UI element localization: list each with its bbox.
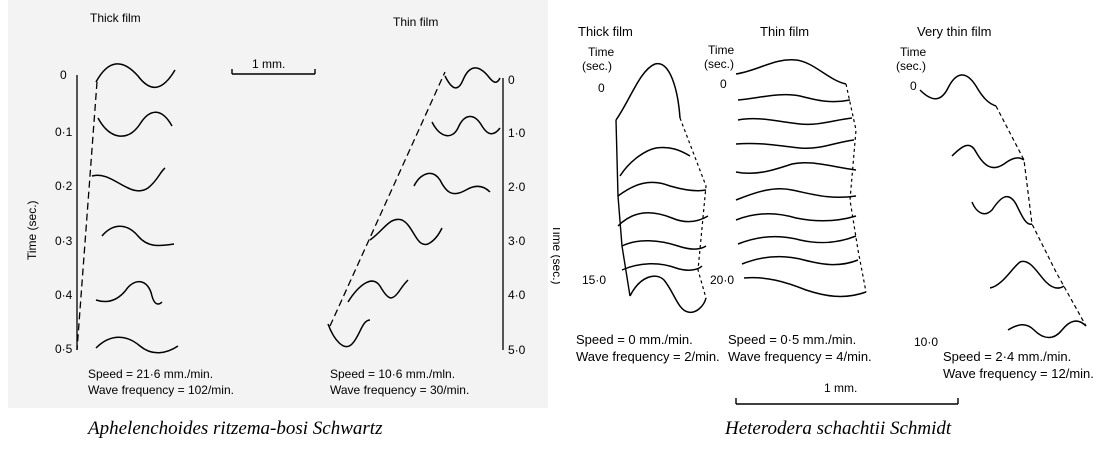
rthin-wave-3 — [735, 139, 855, 150]
right-very-thin-title: Very thin film — [917, 24, 991, 39]
aphelenchoides-figure: Thick film Thin film 1 mm. Time (sec.) T… — [8, 0, 560, 408]
thick-tick-5: 0·5 — [55, 342, 73, 356]
thick-speed-text: Speed = 21·6 mm./min. — [88, 367, 213, 381]
thick-tick-1: 0·1 — [55, 125, 73, 139]
thin-end-label: 20·0 — [710, 273, 734, 287]
thin-tick-3: 3·0 — [508, 234, 526, 248]
thin-tick-2: 2·0 — [508, 180, 526, 194]
very-thin-time-unit: (sec.) — [896, 59, 926, 73]
right-scale-bar — [735, 398, 959, 405]
thick-track-line — [76, 81, 98, 351]
right-thin-title: Thin film — [760, 24, 809, 39]
thin-axis-label: Time (sec.) — [550, 225, 560, 285]
thin-wave-4 — [347, 279, 409, 303]
very-thin-end-label: 10·0 — [914, 335, 938, 349]
rthick-wave-5 — [621, 263, 703, 271]
scan-background — [8, 0, 548, 408]
rvthin-track-line — [995, 105, 1087, 327]
rthick-wave-2 — [617, 181, 707, 197]
thin-wave-0 — [444, 67, 501, 89]
rthin-wave-9 — [743, 276, 867, 298]
rvthin-wave-1 — [951, 144, 1025, 169]
thick-wave-4 — [95, 281, 163, 305]
very-thin-start-label: 0 — [910, 79, 917, 93]
thick-tick-2: 0·2 — [55, 179, 73, 193]
thin-wave-3 — [369, 218, 443, 246]
thick-wave-1 — [97, 111, 173, 137]
rthick-wave-6 — [629, 275, 707, 314]
rthin-wave-5 — [735, 188, 857, 201]
thick-tick-0: 0 — [60, 68, 67, 82]
thin-film-title: Thin film — [393, 15, 438, 29]
thin-wave-2 — [413, 172, 491, 195]
heterodera-figure: Thick film Thin film Very thin film Time… — [560, 0, 1109, 410]
thin-time-unit: (sec.) — [704, 57, 734, 71]
thick-tick-4: 0·4 — [55, 288, 73, 302]
thick-time-label: Time — [588, 45, 615, 59]
right-thick-title: Thick film — [578, 24, 633, 39]
right-thin-speed: Speed = 0·5 mm./min. — [728, 332, 856, 347]
thick-start-label: 0 — [598, 81, 605, 95]
rthick-wave-4 — [621, 240, 707, 250]
thin-freq-text: Wave frequency = 30/min. — [330, 383, 469, 397]
thick-axis-label: Time (sec.) — [25, 200, 39, 260]
rvthin-wave-2 — [971, 195, 1033, 225]
thin-wave-5 — [327, 319, 371, 348]
thin-track-line — [329, 71, 446, 327]
right-thin-freq: Wave frequency = 4/min. — [728, 349, 872, 364]
rvthin-wave-0 — [919, 74, 997, 107]
thin-start-label: 0 — [720, 77, 727, 91]
right-very-thin-speed: Speed = 2·4 mm./min. — [943, 349, 1071, 364]
thin-tick-0: 0 — [508, 73, 515, 87]
scale-bar-label: 1 mm. — [252, 57, 285, 71]
rthin-wave-4 — [735, 161, 857, 175]
very-thin-time-label: Time — [900, 45, 927, 59]
thick-tick-3: 0·3 — [55, 234, 73, 248]
rthick-wave-1 — [619, 146, 691, 177]
thick-time-unit: (sec.) — [582, 59, 612, 73]
thick-wave-2 — [91, 167, 166, 192]
thick-wave-3 — [101, 225, 175, 247]
rthin-wave-2 — [737, 117, 853, 126]
thick-wave-5 — [95, 336, 179, 354]
thick-wave-0 — [95, 63, 176, 88]
rthin-track-line — [845, 83, 867, 293]
rthick-left-outline — [615, 119, 631, 297]
right-thick-freq: Wave frequency = 2/min. — [576, 349, 720, 364]
rthin-wave-0 — [735, 59, 847, 85]
thick-freq-text: Wave frequency = 102/min. — [88, 383, 234, 397]
rvthin-wave-4 — [1007, 320, 1087, 339]
rthin-wave-6 — [735, 213, 857, 222]
rthick-track-line — [679, 117, 707, 299]
scale-bar — [231, 69, 316, 75]
thin-tick-5: 5·0 — [508, 343, 526, 357]
rthin-wave-8 — [741, 255, 859, 266]
rthin-wave-7 — [737, 235, 857, 245]
thick-end-label: 15·0 — [582, 273, 606, 287]
thin-tick-4: 4·0 — [508, 288, 526, 302]
thin-speed-text: Speed = 10·6 mm./mln. — [330, 367, 455, 381]
left-caption: Aphelenchoides ritzema-bosi Schwartz — [88, 418, 383, 439]
thin-wave-1 — [431, 115, 501, 137]
right-caption: Heterodera schachtii Schmidt — [725, 418, 952, 439]
rvthin-wave-3 — [989, 260, 1065, 289]
thin-time-label: Time — [708, 43, 735, 57]
thick-film-title: Thick film — [90, 11, 141, 25]
thin-tick-1: 1·0 — [508, 126, 526, 140]
rthick-wave-3 — [617, 212, 709, 227]
rthin-wave-1 — [737, 93, 851, 103]
right-thick-speed: Speed = 0 mm./min. — [576, 332, 693, 347]
rthick-wave-0 — [615, 63, 681, 121]
right-scale-label: 1 mm. — [824, 381, 857, 395]
right-very-thin-freq: Wave frequency = 12/min. — [943, 366, 1094, 381]
